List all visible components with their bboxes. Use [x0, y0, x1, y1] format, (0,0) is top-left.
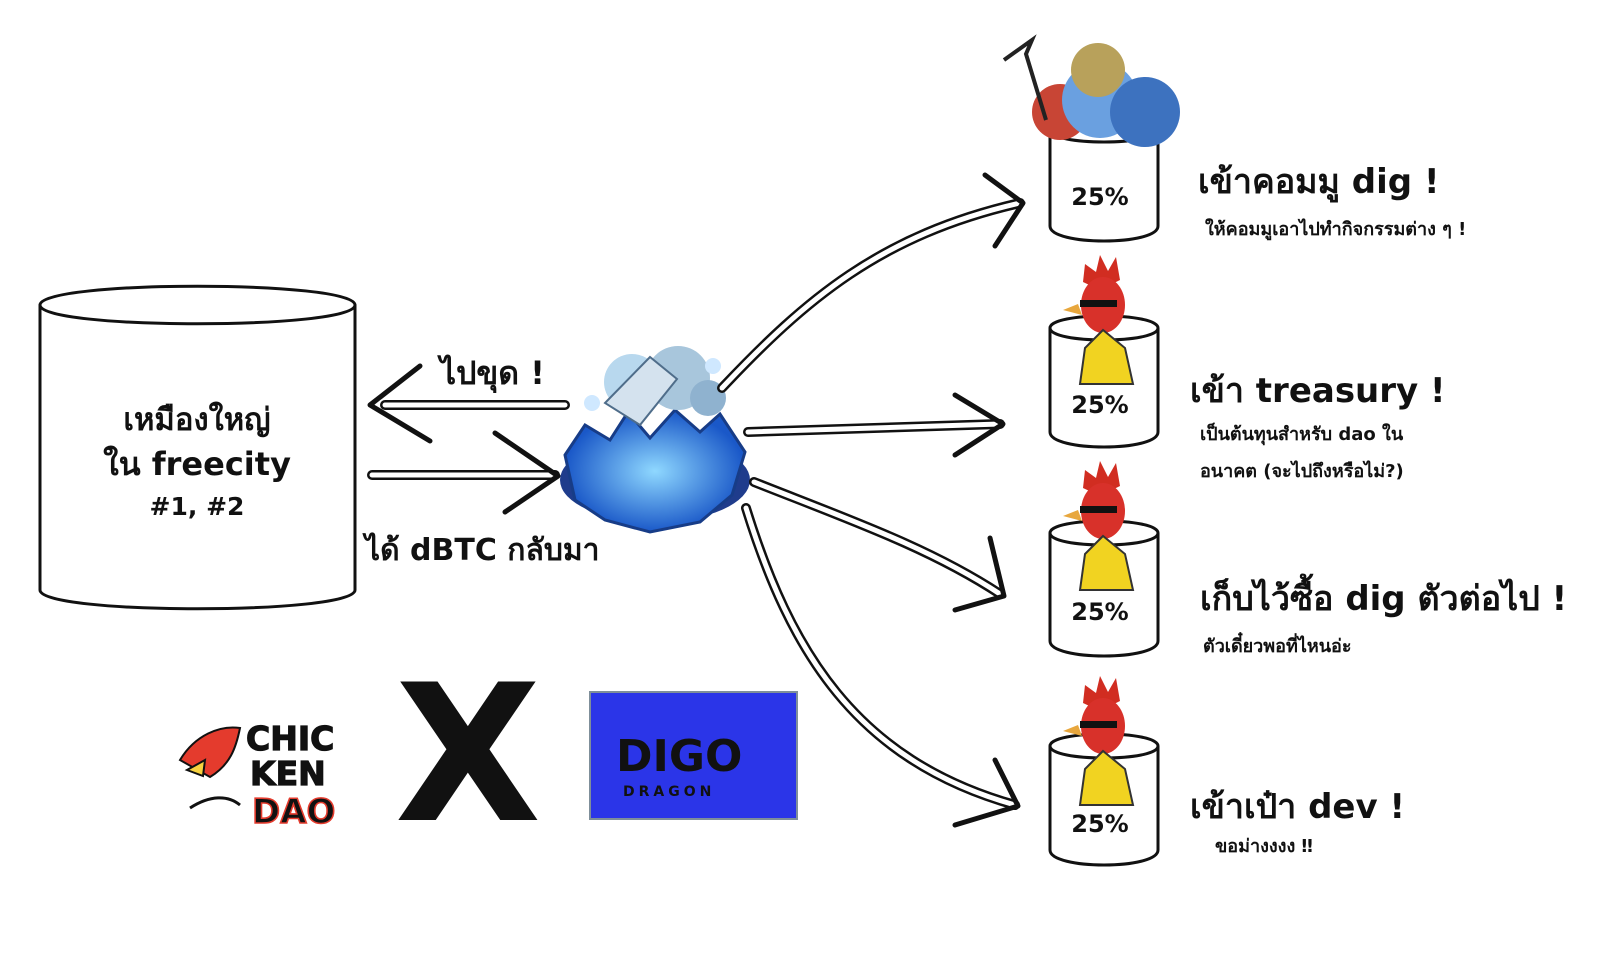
flow-arrows: ไปขุด ! ได้ dBTC กลับมา [362, 354, 600, 568]
mining-crystal-image [560, 346, 750, 534]
bucket-dev: 25% เข้าเป๋า dev ! ขอม่างงงง ‼ [1048, 676, 1405, 867]
dig-dragon-logo: DIGO DRAGON [589, 691, 798, 820]
bucket-2-title: เข้า treasury ! [1190, 371, 1446, 411]
return-label: ได้ dBTC กลับมา [362, 532, 600, 568]
rooster-image [1063, 676, 1135, 806]
rooster-image [1063, 461, 1135, 591]
chicken-dao-line-3: DAO [252, 792, 335, 832]
rooster-image [1063, 255, 1135, 385]
treasure-pile-image [1002, 34, 1180, 147]
bucket-treasury: 25% เข้า treasury ! เป็นต้นทุนสำหรับ dao… [1048, 255, 1446, 482]
source-line-3: #1, #2 [150, 492, 245, 521]
bucket-2-percent: 25% [1071, 391, 1128, 419]
source-line-1: เหมืองใหญ่ [123, 401, 270, 438]
bucket-community: 25% เข้าคอมมู dig ! ให้คอมมูเอาไปทำกิจกร… [1002, 34, 1466, 243]
chicken-dao-logo: CHIC KEN DAO [178, 718, 336, 833]
source-cylinder: เหมืองใหญ่ ใน freecity #1, #2 [38, 284, 357, 611]
bucket-3-percent: 25% [1071, 598, 1128, 626]
cross-mark: X [395, 644, 542, 865]
bucket-3-subtitle: ตัวเดี๋ยวพอที่ไหนอ่ะ [1203, 632, 1352, 657]
bucket-1-title: เข้าคอมมู dig ! [1198, 162, 1439, 203]
bucket-4-title: เข้าเป๋า dev ! [1190, 787, 1405, 827]
bucket-4-percent: 25% [1071, 810, 1128, 838]
bucket-4-subtitle: ขอม่างงงง ‼ [1215, 836, 1313, 857]
bucket-1-percent: 25% [1071, 183, 1128, 211]
branch-arrows [717, 172, 1026, 828]
chicken-dao-line-2: KEN [250, 754, 326, 793]
bucket-3-title: เก็บไว้ซื้อ dig ตัวต่อไป ! [1200, 573, 1567, 619]
to-mine-label: ไปขุด ! [437, 354, 545, 394]
bucket-2-subtitle-2: อนาคต (จะไปถึงหรือไม่?) [1200, 460, 1404, 482]
dig-dragon-sub: DRAGON [623, 784, 715, 800]
source-line-2: ใน freecity [103, 445, 291, 483]
chicken-dao-line-1: CHIC [246, 719, 334, 758]
bucket-2-subtitle: เป็นต้นทุนสำหรับ dao ใน [1200, 422, 1404, 446]
bucket-1-subtitle: ให้คอมมูเอาไปทำกิจกรรมต่าง ๆ ! [1205, 218, 1466, 241]
dig-dragon-word: DIGO [616, 731, 742, 782]
bucket-next-dig: 25% เก็บไว้ซื้อ dig ตัวต่อไป ! ตัวเดี๋ยว… [1048, 461, 1567, 658]
cross-label: X [395, 644, 542, 865]
